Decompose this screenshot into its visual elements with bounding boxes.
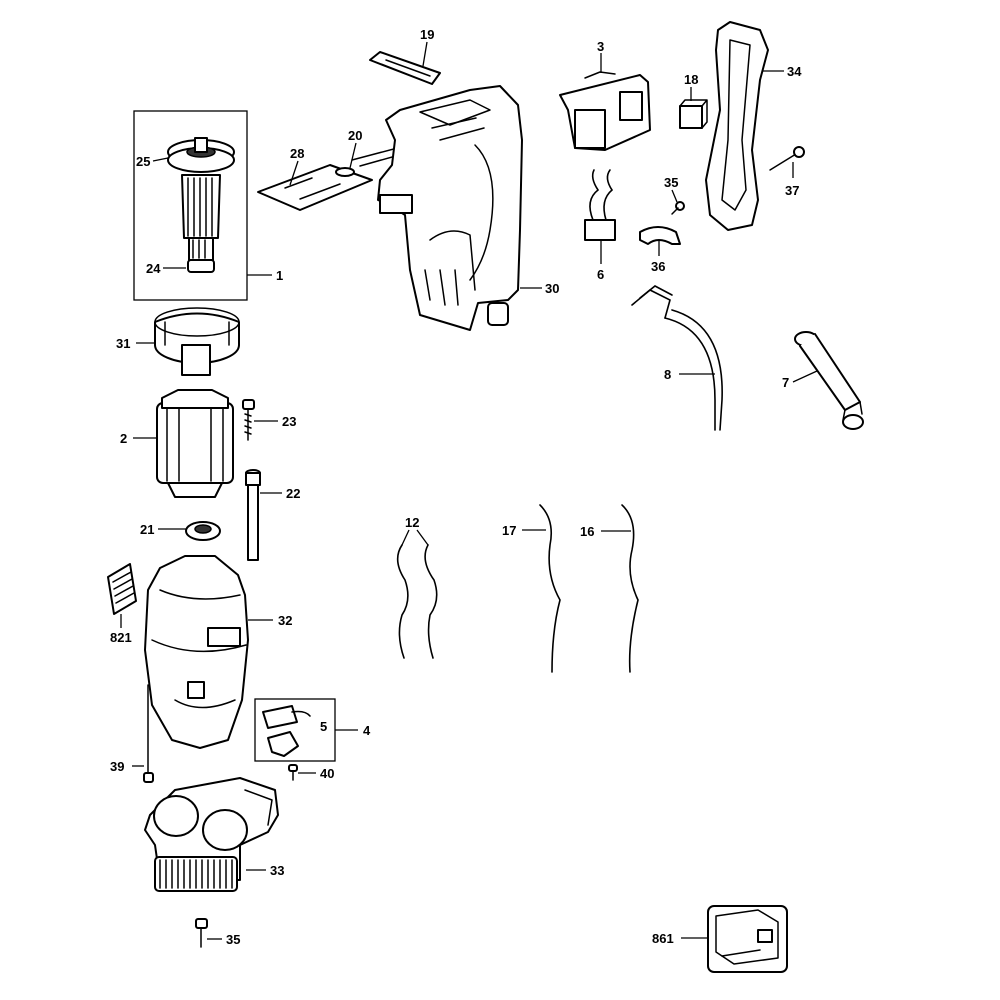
- callout-19: 19: [420, 27, 434, 42]
- callout-17: 17: [502, 523, 516, 538]
- callout-18: 18: [684, 72, 698, 87]
- callout-21: 21: [140, 522, 154, 537]
- callout-16: 16: [580, 524, 594, 539]
- callout-36: 36: [651, 259, 665, 274]
- callout-32: 32: [278, 613, 292, 628]
- power-cord-part: [631, 285, 723, 431]
- callout-7: 7: [782, 375, 789, 390]
- main-housing-part: [377, 85, 523, 331]
- brush-screw-part: [671, 201, 685, 215]
- callout-33: 33: [270, 863, 284, 878]
- motor-housing-part: [144, 555, 249, 749]
- callout-2: 2: [120, 431, 127, 446]
- callout-30: 30: [545, 281, 559, 296]
- field-screw-part: [242, 399, 255, 441]
- clip-part: [335, 145, 411, 177]
- internal-wire-16-part: [621, 504, 639, 673]
- callout-12: 12: [405, 515, 419, 530]
- callout-861: 861: [652, 931, 674, 946]
- warning-label-part: [107, 563, 137, 615]
- tube-part: [245, 469, 261, 561]
- long-screw-part: [143, 684, 154, 783]
- callout-31: 31: [116, 336, 130, 351]
- callout-3: 3: [597, 39, 604, 54]
- cord-clamp-part: [639, 226, 681, 245]
- callout-821: 821: [110, 630, 132, 645]
- callout-39: 39: [110, 759, 124, 774]
- armature-part: [167, 137, 235, 273]
- small-screw-part: [288, 764, 298, 781]
- callout-1: 1: [276, 268, 283, 283]
- callout-labels: 25 24 1 31 2 23 22 21 821 32 39 5 4 40 3…: [110, 27, 802, 947]
- bottom-screw-part: [195, 918, 208, 948]
- fan-baffle-part: [154, 307, 240, 376]
- callout-6: 6: [597, 267, 604, 282]
- callout-37: 37: [785, 183, 799, 198]
- callout-35-top: 35: [664, 175, 678, 190]
- bearing-part: [185, 521, 221, 541]
- callout-20: 20: [348, 128, 362, 143]
- callout-28: 28: [290, 146, 304, 161]
- switch-part: [559, 71, 651, 151]
- leader-lines: [120, 41, 818, 940]
- callout-5: 5: [320, 719, 327, 734]
- callout-4: 4: [363, 723, 371, 738]
- callout-23: 23: [282, 414, 296, 429]
- callout-25: 25: [136, 154, 150, 169]
- callout-22: 22: [286, 486, 300, 501]
- callout-34: 34: [787, 64, 802, 79]
- cord-guard-part: [794, 331, 864, 430]
- brush-part: [679, 99, 708, 129]
- carrying-case-part: [707, 905, 788, 973]
- handle-cover-part: [705, 21, 769, 231]
- callout-24: 24: [146, 261, 161, 276]
- suppressor-part: [262, 705, 311, 757]
- callout-8: 8: [664, 367, 671, 382]
- callout-40: 40: [320, 766, 334, 781]
- armature-group-frame: [133, 110, 248, 301]
- field-stator-part: [156, 389, 234, 498]
- internal-wire-17-part: [539, 504, 561, 673]
- gear-housing-part: [144, 777, 279, 892]
- handle-screw-part: [769, 146, 805, 171]
- nameplate-part: [369, 51, 441, 85]
- callout-35-bottom: 35: [226, 932, 240, 947]
- brush-holder-part: [584, 169, 616, 241]
- internal-wires-12-part: [396, 544, 438, 659]
